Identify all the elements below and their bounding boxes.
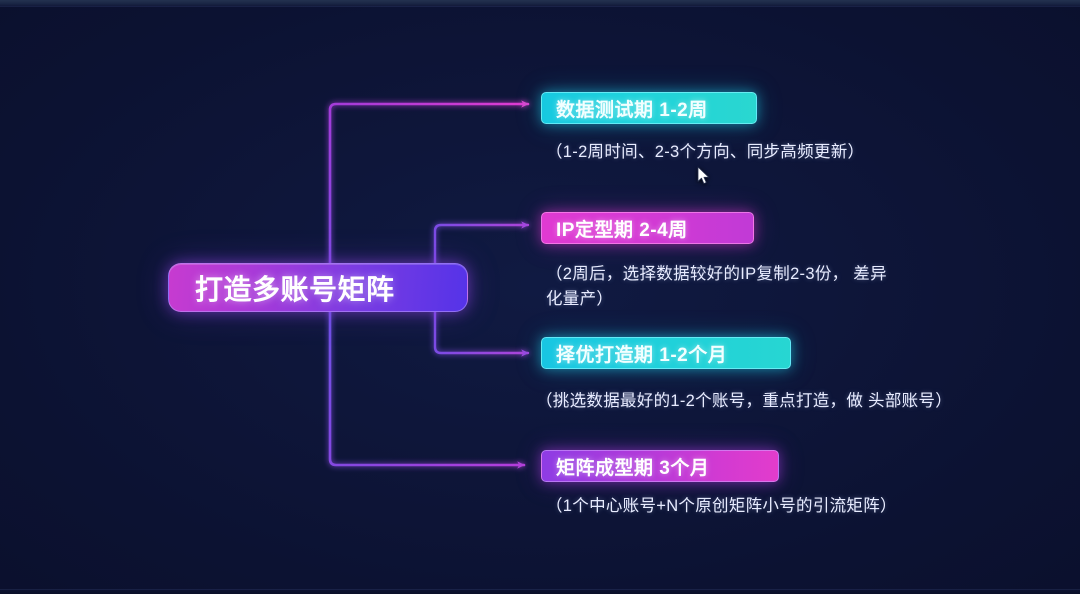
branch-description-ip-shaping-phase: （2周后，选择数据较好的IP复制2-3份， 差异 化量产） <box>546 265 887 308</box>
video-letterbox-top <box>0 0 1080 6</box>
branch-description-select-build-phase: （挑选数据最好的1-2个账号，重点打造，做 头部账号） <box>536 392 953 410</box>
branch-node-label: 数据测试期 1-2周 <box>556 99 708 121</box>
video-letterbox-bottom <box>0 590 1080 594</box>
connector-root-to-branch4 <box>328 285 526 469</box>
connector-root-to-branch1 <box>328 100 530 289</box>
mouse-pointer-icon <box>697 166 709 184</box>
branch-node-label: IP定型期 2-4周 <box>556 219 688 241</box>
branch-node-select-build-phase[interactable]: 择优打造期 1-2个月 <box>541 337 791 369</box>
branch-node-data-test-phase[interactable]: 数据测试期 1-2周 <box>541 92 757 124</box>
branch-node-ip-shaping-phase[interactable]: IP定型期 2-4周 <box>541 212 754 244</box>
video-seam-bottom <box>0 589 1080 590</box>
video-seam-top <box>0 6 1080 7</box>
branch-description-data-test-phase: （1-2周时间、2-3个方向、同步高频更新） <box>546 143 865 161</box>
root-node-label: 打造多账号矩阵 <box>195 273 395 305</box>
root-node[interactable]: 打造多账号矩阵 <box>168 263 468 312</box>
branch-node-label: 择优打造期 1-2个月 <box>556 344 728 366</box>
branch-node-matrix-formed-phase[interactable]: 矩阵成型期 3个月 <box>541 450 779 482</box>
branch-node-label: 矩阵成型期 3个月 <box>556 457 710 479</box>
branch-description-matrix-formed-phase: （1个中心账号+N个原创矩阵小号的引流矩阵） <box>546 497 897 515</box>
